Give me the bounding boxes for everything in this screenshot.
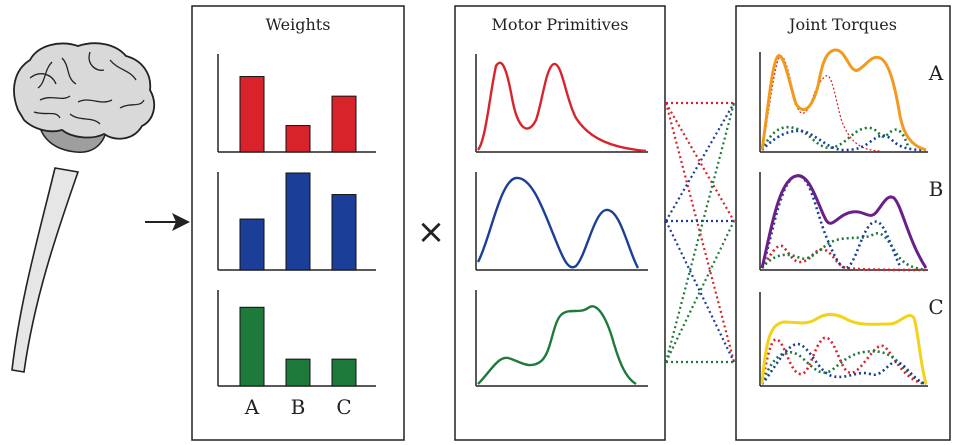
connector-network [664,101,736,364]
torque-b-total-curve [760,174,928,269]
torque-c-blue-component [761,342,927,386]
torque-a-total-curve [760,48,927,152]
torque-label-b: B [929,177,944,201]
weights-chart-green [217,290,376,387]
torque-c-red-component [760,336,927,386]
torque-c-total-curve [760,312,928,385]
joint-torques-frame [735,5,951,441]
weight-bar-red-b [285,125,311,153]
torque-plot-a: A [759,48,944,153]
weight-bar-green-a [239,306,265,387]
weight-bar-blue-a [239,218,265,271]
connector-green-mid [665,220,735,363]
primitive-green-curve [477,305,637,386]
weights-title: Weights [266,15,331,34]
torque-b-green-component [761,232,927,272]
motor-primitives-title: Motor Primitives [492,15,629,34]
torque-plot-b: B [759,172,944,272]
weight-bar-blue-c [331,194,357,271]
weights-chart-blue [217,172,376,271]
weight-bar-green-b [285,358,311,387]
connector-blue-bot [665,220,735,363]
weight-bar-blue-b [285,172,311,271]
joint-torques-panel: Joint Torques A B [735,5,951,441]
torque-label-c: C [928,295,943,319]
torque-plot-c: C [759,292,944,387]
brain-icon [11,42,156,373]
multiply-icon: × [417,212,446,252]
weights-panel: Weights A B C [191,5,405,441]
primitive-blue-curve [476,176,640,269]
primitive-red-curve [476,61,647,153]
weights-bar-charts: A B C [217,54,376,419]
motor-primitives-frame [454,5,666,441]
torque-label-a: A [928,61,944,85]
weights-panel-frame [191,5,405,441]
weight-category-label-c: C [336,395,351,419]
primitive-plot-green [475,290,648,387]
torque-a-blue-component [761,129,927,152]
weights-chart-red [217,54,376,153]
primitive-plot-blue [475,172,648,271]
weight-bar-red-a [239,76,265,153]
torque-c-green-component [760,349,927,386]
joint-torques-title: Joint Torques [787,15,897,34]
motor-primitives-panel: Motor Primitives [454,5,666,441]
weight-category-label-a: A [244,395,260,419]
weight-bar-green-c [331,358,357,387]
primitive-plot-red [475,54,648,153]
weight-bar-red-c [331,95,357,153]
torque-b-blue-component [760,174,902,270]
torque-a-green-component [760,125,910,151]
weight-category-label-b: B [291,395,306,419]
arrow-right-icon [145,213,190,231]
